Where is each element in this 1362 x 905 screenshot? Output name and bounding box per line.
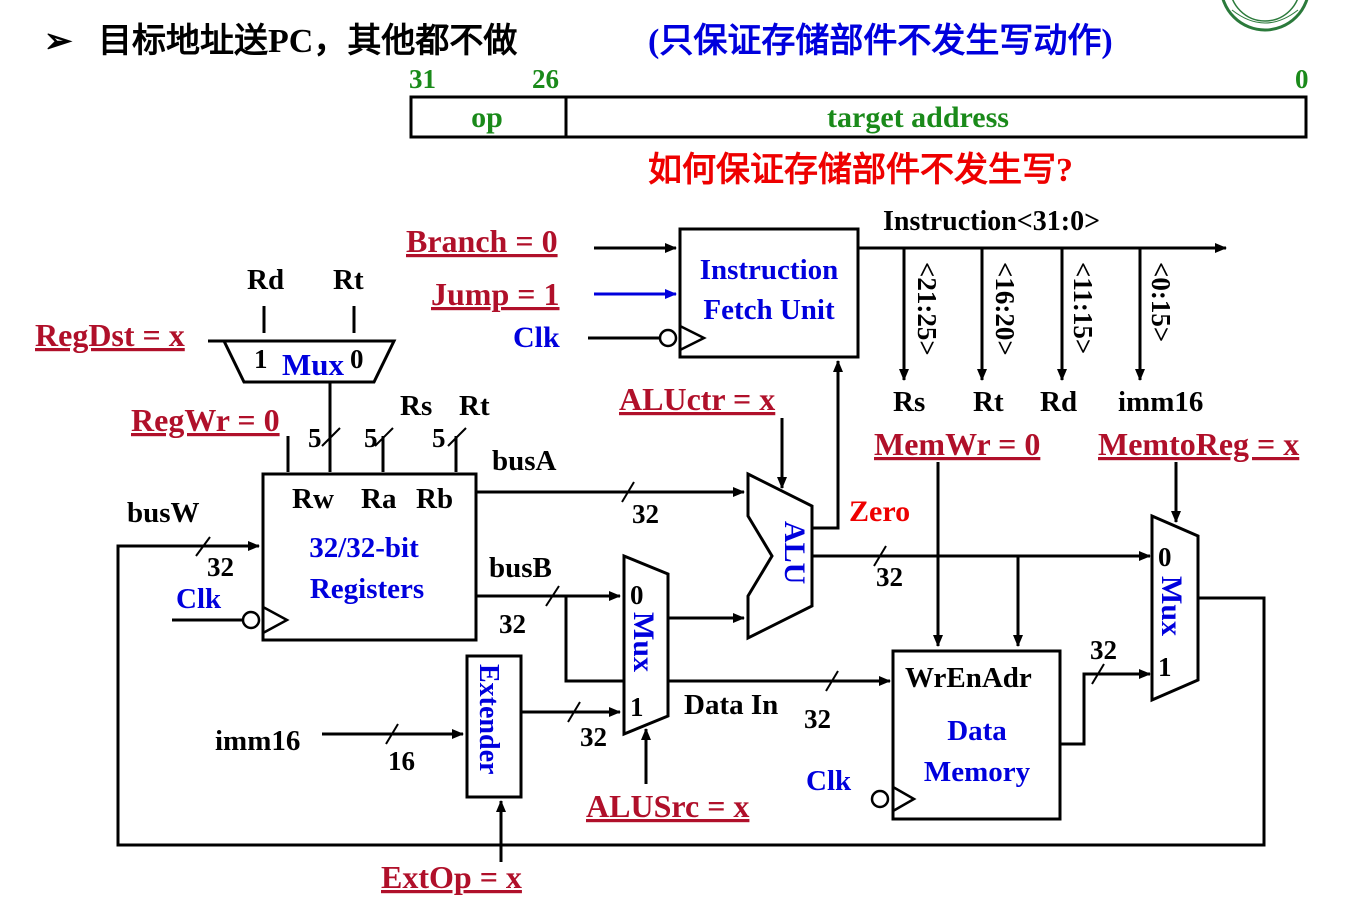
- tap-rt-name: Rt: [973, 386, 1004, 418]
- rb-width-label: 5: [432, 423, 446, 453]
- regwr-signal: RegWr = 0: [131, 402, 280, 438]
- ifu-clock-bubble: [658, 328, 678, 348]
- register-file-label-line2: Registers: [310, 573, 424, 605]
- busb-label: busB: [489, 552, 552, 584]
- heading-main: 目标地址送PC，其他都不做: [98, 22, 517, 60]
- university-seal: [1221, 0, 1309, 32]
- reg-clock-edge: [262, 605, 290, 635]
- extender-label: Extender: [473, 664, 504, 774]
- heading-bullet: ➢: [44, 23, 73, 60]
- reg-clock-bubble: [241, 610, 261, 630]
- extender-out-width: 32: [580, 722, 607, 752]
- ifu-clock-edge: [679, 324, 707, 352]
- regdst-mux: [221, 339, 397, 384]
- data-in-wire: [564, 596, 891, 686]
- mem-clk-label: Clk: [806, 765, 852, 797]
- ifu-label-line1: Instruction: [700, 254, 839, 286]
- imm16-width: 16: [388, 746, 415, 776]
- branch-signal: Branch = 0: [406, 223, 558, 259]
- busw-label: busW: [127, 497, 200, 529]
- tap-rt-bits: <16:20>: [990, 262, 1020, 356]
- reg-port-ra: Ra: [361, 483, 397, 515]
- mem-clock-bubble: [870, 789, 890, 809]
- jump-signal: Jump = 1: [431, 276, 559, 312]
- tap-imm16-name: imm16: [1118, 386, 1203, 418]
- extop-signal: ExtOp = x: [381, 859, 522, 895]
- alusrc-mux: [622, 553, 670, 737]
- target-address-field: target address: [827, 101, 1009, 134]
- memtoreg-mux-label: Mux: [1155, 576, 1188, 636]
- data-in-label: Data In: [684, 689, 778, 721]
- instruction-format-box: [409, 95, 1308, 139]
- regdst-rd-input: Rd: [247, 264, 284, 296]
- alusrc-signal: ALUSrc = x: [586, 788, 749, 824]
- alusrc-mux-in0: 0: [630, 580, 644, 610]
- bit-31-label: 31: [409, 64, 436, 94]
- rw-width-label: 5: [308, 423, 322, 453]
- regdst-mux-in1: 1: [254, 344, 268, 374]
- memtoreg-mux-in0: 0: [1158, 542, 1172, 572]
- reg-rs-input: Rs: [400, 390, 432, 422]
- tap-rs-bits: <21:25>: [912, 262, 942, 356]
- mem-clock-edge: [892, 785, 917, 813]
- tap-rd-bits: <11:15>: [1068, 262, 1098, 354]
- busw-wire: [116, 541, 1266, 847]
- ifu-label-line2: Fetch Unit: [703, 294, 835, 326]
- alu-label: ALU: [778, 521, 811, 584]
- busb-width: 32: [499, 609, 526, 639]
- tap-rs-name: Rs: [893, 386, 925, 418]
- memtoreg-mux: [1150, 513, 1200, 703]
- alu: [746, 471, 814, 641]
- tap-imm16-bits: <0:15>: [1146, 262, 1176, 342]
- memtoreg-signal: MemtoReg = x: [1098, 426, 1299, 462]
- memtoreg-mux-in1: 1: [1158, 652, 1172, 682]
- alusrc-mux-label: Mux: [627, 612, 660, 672]
- instruction-bus-label: Instruction<31:0>: [883, 206, 1100, 237]
- mem-out-wire: [1060, 669, 1151, 746]
- tap-rd-name: Rd: [1040, 386, 1077, 418]
- data-in-width: 32: [804, 704, 831, 734]
- bit-0-label: 0: [1295, 64, 1309, 94]
- alusrc-mux-in1: 1: [630, 692, 644, 722]
- aluctr-signal: ALUctr = x: [619, 381, 775, 417]
- busa-label: busA: [492, 445, 557, 477]
- alu-result-width: 32: [876, 562, 903, 592]
- data-memory-label-line1: Data: [947, 715, 1007, 747]
- busw-width: 32: [207, 552, 234, 582]
- data-memory-label-line2: Memory: [924, 756, 1031, 788]
- heading-note: (只保证存储部件不发生写动作): [648, 22, 1113, 60]
- regdst-rt-input: Rt: [333, 264, 364, 296]
- extender-imm16-label: imm16: [215, 725, 300, 757]
- mem-out-width: 32: [1090, 635, 1117, 665]
- bit-26-label: 26: [532, 64, 559, 94]
- reg-port-rw: Rw: [292, 483, 334, 515]
- op-field: op: [471, 101, 503, 134]
- zero-wire: [812, 360, 843, 530]
- ifu-clk-label: Clk: [513, 321, 560, 354]
- ra-width-label: 5: [364, 423, 378, 453]
- data-memory: [891, 649, 1062, 821]
- data-memory-ports: WrEnAdr: [905, 662, 1032, 694]
- question-text: 如何保证存储部件不发生写?: [648, 151, 1073, 189]
- busa-width: 32: [632, 499, 659, 529]
- reg-rt-input: Rt: [459, 390, 490, 422]
- zero-label: Zero: [849, 495, 910, 528]
- regdst-mux-in0: 0: [350, 344, 364, 374]
- reg-clk-label: Clk: [176, 583, 222, 615]
- regdst-signal: RegDst = x: [35, 317, 185, 353]
- register-file-label-line1: 32/32-bit: [309, 532, 419, 564]
- extender: [465, 654, 523, 799]
- memwr-signal: MemWr = 0: [874, 426, 1040, 462]
- reg-port-rb: Rb: [416, 483, 453, 515]
- register-file: [261, 472, 478, 642]
- regdst-mux-label: Mux: [282, 347, 345, 382]
- instruction-fetch-unit: [678, 227, 860, 359]
